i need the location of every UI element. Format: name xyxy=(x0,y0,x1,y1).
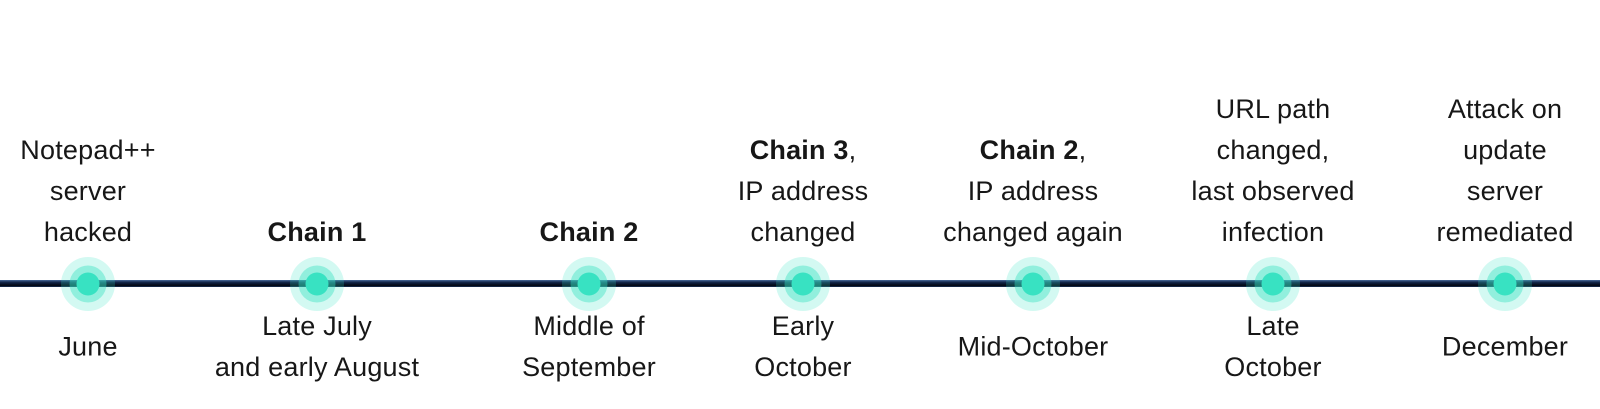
marker-core-dot xyxy=(1493,272,1517,296)
marker-core-dot xyxy=(577,272,601,296)
event-label: Notepad++ server hacked xyxy=(20,130,155,253)
date-label: Mid-October xyxy=(957,331,1109,362)
marker-core-dot xyxy=(305,272,329,296)
event-title-bold: Chain 2 xyxy=(539,217,639,247)
event-title-text: Notepad++ server hacked xyxy=(20,135,156,247)
event-title-text: , IP address changed xyxy=(737,135,869,247)
date-label: June xyxy=(58,331,118,362)
date-label: December xyxy=(1441,331,1569,362)
event-title-text: URL path changed, last observed infectio… xyxy=(1191,94,1355,247)
event-title-bold: Chain 3 xyxy=(749,135,849,165)
event-title-bold: Chain 2 xyxy=(979,135,1079,165)
event-title-text: , IP address changed again xyxy=(943,135,1123,247)
event-label: Chain 2 xyxy=(540,212,639,253)
date-label: Late July and early August xyxy=(214,311,420,382)
event-label: Chain 2, IP address changed again xyxy=(943,130,1123,253)
event-label: Attack on update server remediated xyxy=(1436,89,1573,253)
event-label: Chain 1 xyxy=(268,212,367,253)
event-label: Chain 3, IP address changed xyxy=(738,130,869,253)
event-label: URL path changed, last observed infectio… xyxy=(1191,89,1354,253)
date-label: Middle of September xyxy=(522,311,656,382)
date-label: Early October xyxy=(754,311,852,382)
event-title-bold: Chain 1 xyxy=(267,217,367,247)
marker-core-dot xyxy=(1261,272,1285,296)
marker-core-dot xyxy=(76,272,100,296)
marker-core-dot xyxy=(791,272,815,296)
date-label: Late October xyxy=(1224,311,1322,382)
event-title-text: Attack on update server remediated xyxy=(1436,94,1574,247)
marker-core-dot xyxy=(1021,272,1045,296)
